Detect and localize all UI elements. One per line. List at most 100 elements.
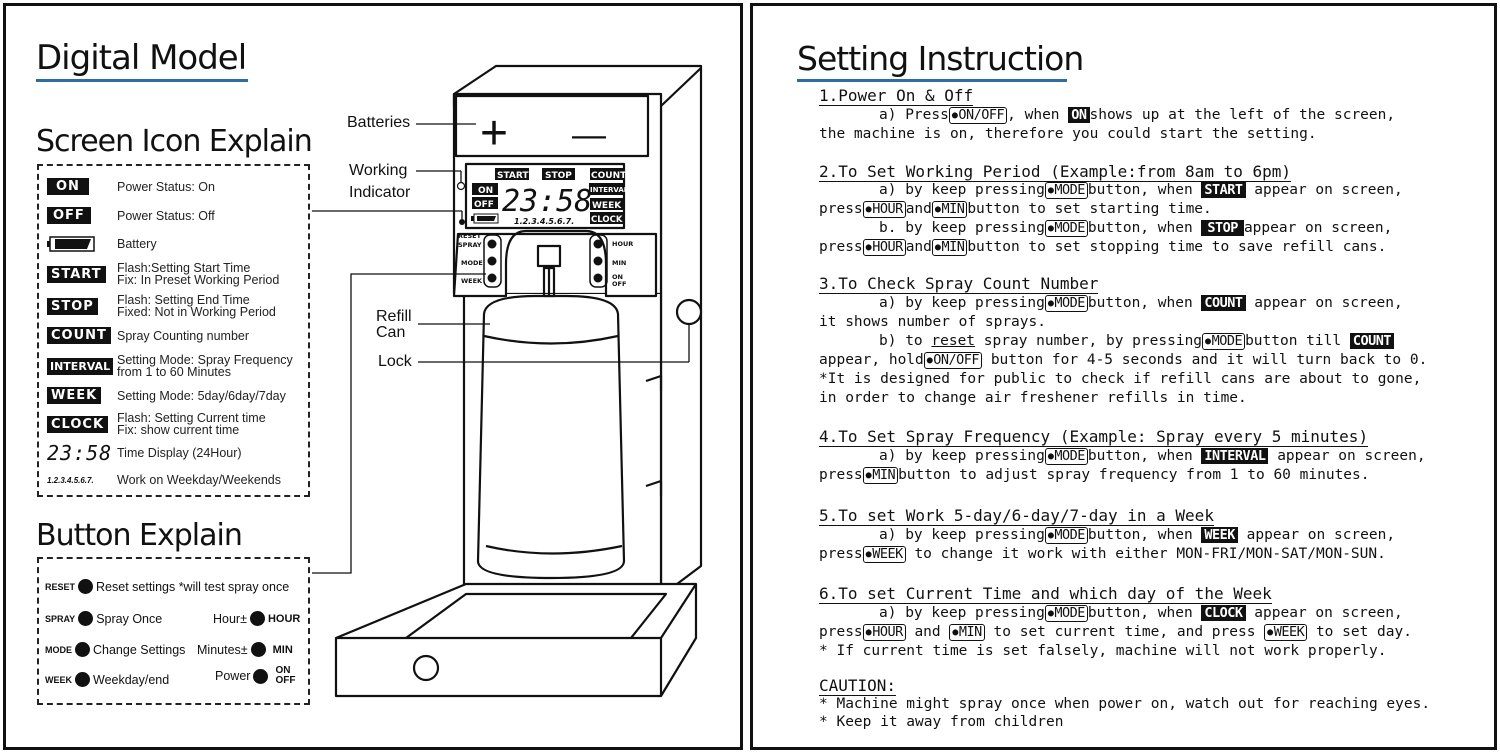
time-display-icon: 23:58	[47, 441, 113, 465]
start-indicator: START	[1201, 182, 1246, 198]
week-button-dot	[75, 672, 90, 687]
lcd-time-display: 23:58	[502, 184, 592, 219]
week-indicator: WEEK	[1201, 527, 1238, 543]
icon-row-on: ON Power Status: On	[47, 178, 215, 195]
start-icon: START	[47, 265, 106, 283]
left-panel: Digital Model Screen Icon Explain ON Pow…	[3, 3, 743, 750]
refill-can-label: Refill Can	[376, 308, 412, 341]
section-6-line-3: * If current time is set falsely, machin…	[819, 643, 1387, 659]
screen-icon-heading: Screen Icon Explain	[36, 124, 313, 159]
device-week-button	[487, 273, 497, 283]
lcd-battery-icon	[471, 213, 499, 224]
interval-indicator: INTERVAL	[1201, 448, 1269, 464]
power-button-dot	[253, 668, 269, 684]
interval-icon: INTERVAL	[47, 357, 114, 375]
device-hour-button	[593, 239, 603, 249]
lcd-week-label: WEEK	[592, 201, 622, 211]
icon-row-off: OFF Power Status: Off	[47, 207, 215, 224]
device-min-label: MIN	[612, 259, 626, 267]
icon-row-battery: Battery	[47, 236, 157, 252]
section-2-line-1: a) by keep pressingMODEbutton, when STAR…	[819, 182, 1403, 199]
min-button-dot	[250, 642, 266, 657]
device-on-label: ON	[612, 273, 623, 281]
section-3-line-2: it shows number of sprays.	[819, 314, 1046, 330]
section-2-line-2: pressHOURandMINbutton to set starting ti…	[819, 201, 1212, 218]
working-indicator-label: Working Indicator	[349, 162, 411, 201]
section-6-title: 6.To set Current Time and which day of t…	[819, 584, 1272, 604]
title-underline	[36, 79, 248, 82]
section-3-line-3: b) to reset spray number, by pressingMOD…	[819, 333, 1394, 350]
setting-instruction-title: Setting Instruction	[797, 39, 1084, 78]
page-title-digital-model: Digital Model	[36, 38, 247, 78]
section-4-title: 4.To Set Spray Frequency (Example: Spray…	[819, 427, 1369, 447]
battery-icon	[47, 236, 95, 252]
button-row-min: Minutes± MIN	[197, 642, 293, 657]
button-explain-box: RESET Reset settings *will test spray on…	[37, 557, 310, 705]
icon-row-weekdays: 1.2.3.4.5.6.7. Work on Weekday/Weekends	[47, 473, 281, 487]
mode-key: MODE	[1044, 220, 1088, 237]
dispenser-illustration: + — START STOP COUNT ON OFF INTERVAL WEE…	[312, 64, 703, 698]
reset-button-dot	[78, 579, 94, 594]
working-indicator-dot	[456, 181, 466, 191]
button-row-reset: RESET Reset settings *will test spray on…	[45, 579, 290, 594]
lcd-on-label: ON	[478, 186, 493, 196]
min-key: MIN	[931, 201, 968, 218]
section-6-line-2: pressHOUR and MIN to set current time, a…	[819, 624, 1412, 641]
week-key: WEEK	[862, 546, 906, 563]
section-3-line-1: a) by keep pressingMODEbutton, when COUN…	[819, 295, 1403, 312]
instruction-title-underline	[797, 79, 1067, 82]
button-row-mode: MODE Change Settings	[45, 642, 186, 657]
device-mode-label: MODE	[461, 259, 483, 267]
right-panel: Setting Instruction 1.Power On & Off a) …	[750, 3, 1497, 750]
icon-row-time: 23:58 Time Display (24Hour)	[47, 441, 242, 465]
on-indicator: ON	[1068, 107, 1090, 123]
lcd-off-label: OFF	[474, 200, 494, 210]
mode-key: MODE	[1044, 182, 1088, 199]
section-3-line-6: in order to change air freshener refills…	[819, 390, 1247, 406]
device-mode-button	[487, 256, 497, 266]
section-5-title: 5.To set Work 5-day/6-day/7-day in a Wee…	[819, 506, 1214, 526]
device-reset-label: RESET	[458, 232, 482, 240]
section-2-line-4: pressHOURandMINbutton to set stopping ti…	[819, 239, 1386, 256]
lcd-start-label: START	[497, 171, 529, 181]
section-6-line-1: a) by keep pressingMODEbutton, when CLOC…	[819, 605, 1403, 622]
spray-button-dot	[78, 611, 94, 626]
clock-indicator: CLOCK	[1201, 605, 1246, 621]
section-5-line-2: pressWEEK to change it work with either …	[819, 546, 1386, 563]
count-icon: COUNT	[47, 327, 111, 344]
stop-indicator: STOP	[1201, 220, 1244, 236]
section-4-line-2: pressMINbutton to adjust spray frequency…	[819, 467, 1369, 484]
clock-icon: CLOCK	[47, 415, 109, 433]
section-2-line-3: b. by keep pressingMODEbutton, when STOP…	[819, 220, 1392, 237]
section-3-line-4: appear, holdON/OFF button for 4-5 second…	[819, 352, 1427, 369]
batteries-label: Batteries	[347, 114, 411, 131]
weekday-icon: 1.2.3.4.5.6.7.	[47, 475, 94, 485]
section-3-line-5: *It is designed for public to check if r…	[819, 371, 1422, 387]
caution-line-1: * Machine might spray once when power on…	[819, 696, 1431, 712]
week-icon: WEEK	[47, 387, 102, 404]
device-min-button	[593, 256, 603, 266]
caution-line-2: * Keep it away from children	[819, 714, 1064, 730]
caution-title: CAUTION:	[819, 676, 897, 696]
battery-plus-symbol: +	[480, 107, 508, 160]
screen-icon-box: ON Power Status: On OFF Power Status: Of…	[37, 164, 310, 497]
button-explain-heading: Button Explain	[36, 518, 243, 553]
lcd-clock-label: CLOCK	[591, 215, 623, 225]
count-indicator: COUNT	[1201, 295, 1246, 311]
mode-button-dot	[75, 642, 90, 657]
button-row-spray: SPRAY Spray Once	[45, 611, 163, 626]
section-5-line-1: a) by keep pressingMODEbutton, when WEEK…	[819, 527, 1395, 544]
button-row-power: Power ON OFF	[215, 665, 296, 686]
button-row-hour: Hour± HOUR	[213, 611, 301, 626]
section-1-title: 1.Power On & Off	[819, 86, 974, 106]
lock-label: Lock	[378, 353, 412, 370]
device-off-label: OFF	[612, 280, 626, 288]
stop-icon: STOP	[47, 297, 98, 315]
section-3-title: 3.To Check Spray Count Number	[819, 274, 1099, 294]
section-4-line-1: a) by keep pressingMODEbutton, when INTE…	[819, 448, 1426, 465]
icon-row-count: COUNT Spray Counting number	[47, 327, 249, 344]
